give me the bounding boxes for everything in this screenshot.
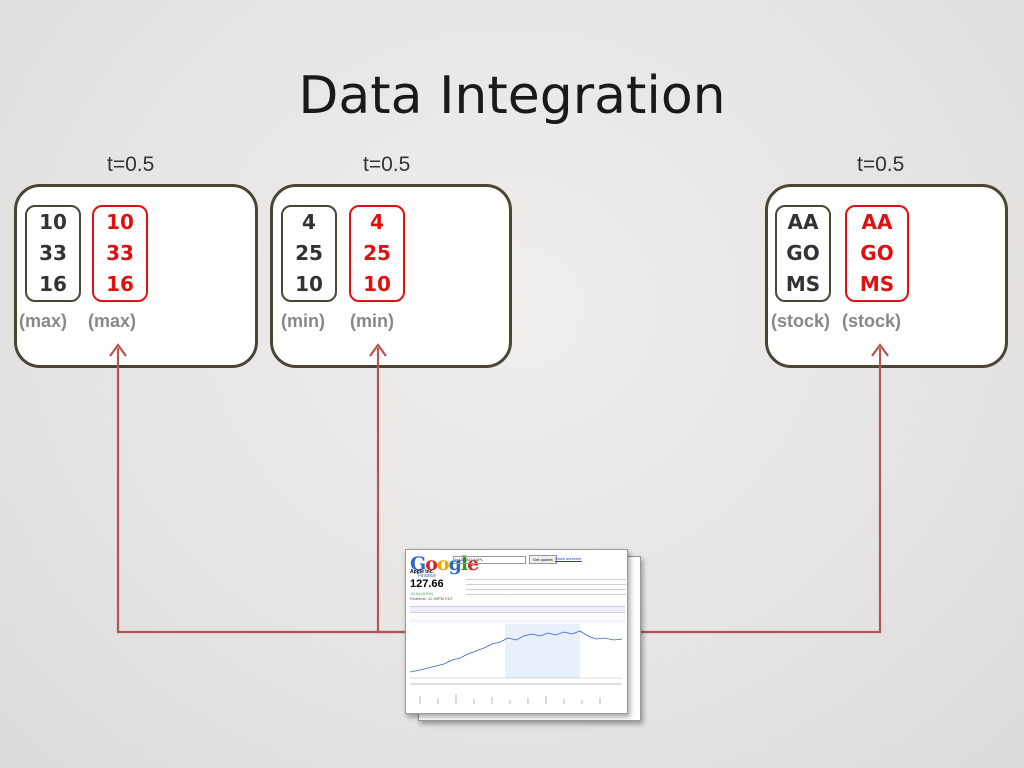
stats-table [466, 577, 626, 599]
column-label: (stock) [842, 311, 902, 331]
cell-value: GO [860, 241, 894, 265]
t-label-group-3: t=0.5 [857, 153, 905, 176]
cell-value: MS [785, 272, 821, 296]
column-dark-group-3: AA GO MS [775, 205, 831, 302]
arrowhead-max [109, 343, 127, 357]
cell-value: 10 [39, 210, 67, 234]
column-label: (min) [350, 311, 394, 331]
column-red-group-2: 4 25 10 [349, 205, 405, 302]
column-label: (stock) [771, 311, 831, 331]
cell-value: 16 [106, 272, 134, 296]
cell-value: 33 [106, 241, 134, 265]
cell-value: 10 [106, 210, 134, 234]
cell-value: AA [787, 210, 819, 234]
stock-price: 127.66 [410, 578, 444, 590]
quote-time: Realtime: 12:39PM EDT [410, 596, 454, 601]
stock-screener-link: Stock screener [555, 556, 582, 561]
arrow-path-min [376, 348, 418, 634]
price-line [410, 630, 623, 673]
arrowhead-stock [871, 343, 889, 357]
arrow-path-max [116, 348, 418, 634]
volume-bars [419, 694, 601, 704]
quote-search-field: NASDAQ:AAPL [453, 556, 526, 564]
cell-value: 25 [295, 241, 323, 265]
logo-letter: l [460, 553, 468, 575]
arrow-path-stock [628, 348, 882, 634]
column-red-group-3: AA GO MS [845, 205, 909, 302]
logo-letter: G [410, 553, 426, 575]
t-label-group-1: t=0.5 [107, 153, 155, 176]
arrowhead-min [369, 343, 387, 357]
logo-letter: g [448, 553, 462, 575]
logo-letter: o [425, 553, 438, 575]
cell-value: 10 [295, 272, 323, 296]
get-quotes-button: Get quotes [529, 555, 557, 564]
cell-value: 25 [363, 241, 391, 265]
cell-value: GO [786, 241, 820, 265]
logo-subtitle: Finance [418, 573, 436, 579]
column-label: (max) [19, 311, 68, 331]
company-bar [410, 606, 625, 613]
company-name: Apple Inc. [410, 569, 434, 575]
column-label: (max) [88, 311, 137, 331]
cell-value: AA [861, 210, 893, 234]
column-label: (min) [281, 311, 325, 331]
cell-value: 33 [39, 241, 67, 265]
google-finance-logo: Google [410, 553, 479, 575]
price-chart [410, 624, 623, 704]
cell-value: 4 [302, 210, 316, 234]
zoom-bar [410, 619, 625, 623]
price-change: +0.24 (0.2%) [410, 591, 434, 596]
cell-value: MS [859, 272, 895, 296]
logo-letter: e [467, 553, 479, 575]
t-label-group-2: t=0.5 [363, 153, 411, 176]
slide-title: Data Integration [298, 66, 726, 126]
column-red-group-1: 10 33 16 [92, 205, 148, 302]
cell-value: 10 [363, 272, 391, 296]
cell-value: 16 [39, 272, 67, 296]
column-dark-group-1: 10 33 16 [25, 205, 81, 302]
chart-highlight [505, 624, 580, 678]
source-page-front: Google Finance NASDAQ:AAPL Get quotes St… [405, 549, 628, 714]
cell-value: 4 [370, 210, 384, 234]
logo-letter: o [436, 553, 450, 575]
column-dark-group-2: 4 25 10 [281, 205, 337, 302]
